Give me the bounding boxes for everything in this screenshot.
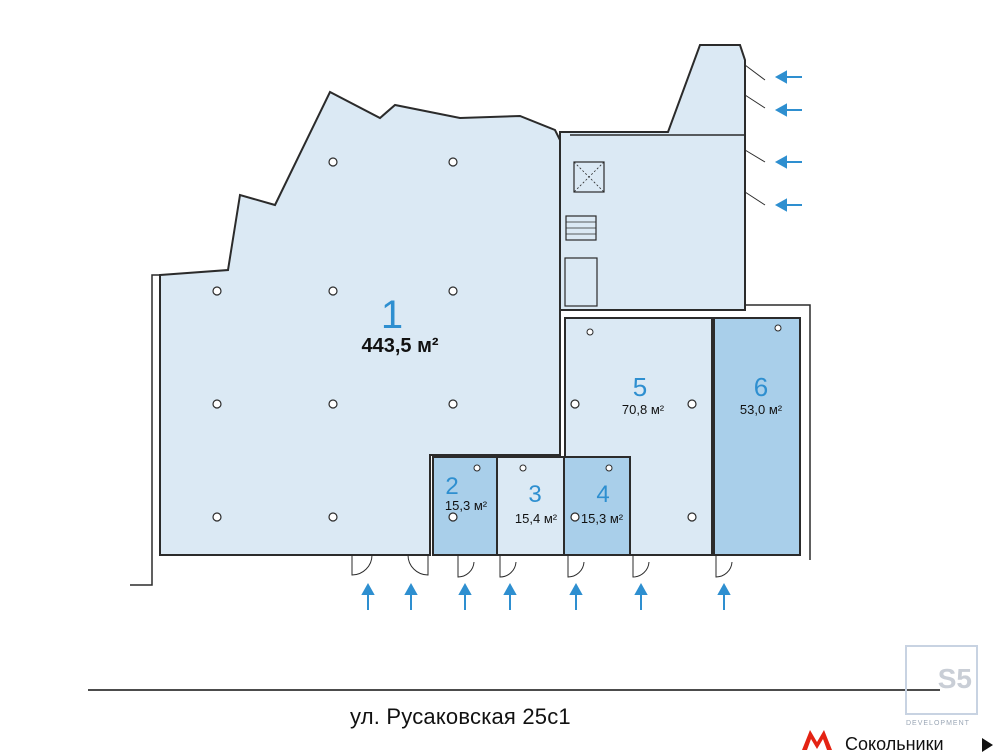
column-icon [212, 512, 222, 522]
metro-icon [802, 730, 832, 750]
toilet-icon [473, 464, 481, 472]
wall-right-outer [745, 304, 811, 560]
unit-3-number: 3 [528, 481, 541, 508]
unit-6-area[interactable] [713, 317, 801, 556]
logo-mark: S5 [937, 663, 972, 694]
column-icon [687, 512, 697, 522]
wall-left-outer [130, 274, 160, 586]
unit-3-area[interactable] [496, 456, 565, 556]
column-icon [212, 399, 222, 409]
lobby-area [559, 44, 746, 311]
column-icon [328, 157, 338, 167]
logo-frame [905, 645, 978, 715]
unit-1-area[interactable] [159, 90, 561, 556]
shaft-cross-2 [573, 161, 605, 193]
unit-4-area-label: 15,3 м² [581, 511, 624, 526]
column-icon [448, 512, 458, 522]
column-icon [570, 399, 580, 409]
column-icon [448, 286, 458, 296]
unit-6-area-label: 53,0 м² [740, 402, 783, 417]
unit-1-area-label: 443,5 м² [361, 335, 438, 357]
logo-subtitle: DEVELOPMENT [906, 720, 970, 727]
metro-station-name: Сокольники [845, 734, 944, 754]
column-icon [328, 512, 338, 522]
unit-5-area-label: 70,8 м² [622, 402, 665, 417]
door-icon [744, 64, 766, 81]
door-icon [351, 554, 373, 576]
column-icon [570, 512, 580, 522]
column-icon [212, 286, 222, 296]
unit-5-number: 5 [633, 372, 647, 402]
toilet-icon [519, 464, 527, 472]
logo: S5 DEVELOPMENT [905, 645, 980, 730]
door-icon [567, 555, 585, 578]
door-icon [715, 555, 733, 578]
door-icon [457, 555, 475, 578]
doors [351, 64, 766, 578]
toilet-icon [586, 328, 594, 336]
toilets [473, 324, 782, 472]
unit-4-area[interactable] [563, 456, 631, 556]
street-address: ул. Русаковская 25с1 [350, 704, 571, 729]
wc-block [564, 257, 598, 307]
unit-2-number: 2 [445, 473, 458, 500]
unit-3-area-label: 15,4 м² [515, 511, 558, 526]
unit-6-number: 6 [754, 372, 768, 402]
metro-station: Сокольники [800, 728, 1000, 754]
column-icon [328, 286, 338, 296]
door-icon [744, 191, 766, 206]
column-icon [448, 399, 458, 409]
play-arrow-icon [982, 738, 993, 752]
unit-1-number: 1 [381, 293, 403, 337]
door-icon [499, 555, 517, 578]
toilet-icon [774, 324, 782, 332]
unit-4-number: 4 [596, 481, 609, 508]
toilet-icon [605, 464, 613, 472]
column-icon [448, 157, 458, 167]
column-icon [687, 399, 697, 409]
columns [212, 157, 697, 522]
door-icon [744, 149, 766, 163]
column-icon [328, 399, 338, 409]
unit-2-area-label: 15,3 м² [445, 498, 488, 513]
door-icon [407, 554, 429, 576]
door-icon [744, 94, 766, 109]
entrance-arrows-bottom [361, 582, 731, 610]
entrance-arrows-right [774, 70, 802, 212]
unit-2-area[interactable] [432, 456, 498, 556]
door-icon [632, 555, 650, 578]
